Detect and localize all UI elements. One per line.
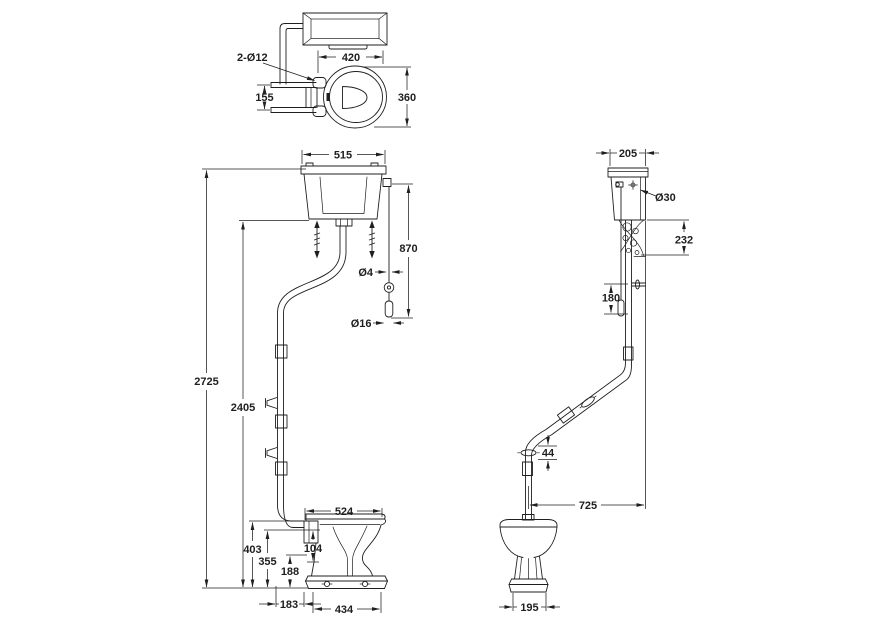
side-chain-pull bbox=[617, 186, 625, 317]
plan-flush-pipe bbox=[279, 23, 304, 85]
dim-inlet-drop: 104 bbox=[304, 543, 323, 555]
side-flush-pipe bbox=[517, 219, 634, 521]
pipe-coupler bbox=[275, 461, 288, 476]
dim-outlet-setback: 183 bbox=[280, 599, 298, 611]
side-cistern bbox=[607, 167, 649, 221]
pipe-clip bbox=[266, 447, 278, 459]
plan-cistern-outline bbox=[302, 12, 388, 50]
pipe-clip-flange bbox=[517, 449, 540, 457]
dim-bracket-height: 232 bbox=[675, 235, 693, 247]
front-pan bbox=[303, 513, 388, 589]
pipe-coupler bbox=[522, 461, 533, 476]
plan-seat-hinge bbox=[270, 77, 327, 117]
dim-pipe-offset: 725 bbox=[579, 500, 597, 512]
front-view bbox=[265, 162, 395, 589]
dim-chain-dia: Ø4 bbox=[358, 267, 374, 279]
base-bolt-hole bbox=[323, 580, 331, 588]
pipe-clip bbox=[266, 397, 278, 409]
fixing-screw-left bbox=[313, 220, 321, 259]
dim-pan-depth: 524 bbox=[335, 506, 354, 518]
seat-bumper bbox=[326, 93, 330, 101]
pipe-wall-clip bbox=[631, 279, 646, 290]
dim-inlet-height: 403 bbox=[243, 544, 261, 556]
pipe-coupler bbox=[275, 344, 288, 359]
dim-cistern-width: 515 bbox=[334, 150, 352, 162]
dim-seat-width: 420 bbox=[342, 52, 360, 64]
ornate-wall-bracket bbox=[618, 219, 646, 257]
dim-overall-height: 2725 bbox=[194, 376, 218, 388]
dim-clip-dia: 44 bbox=[542, 448, 555, 460]
plan-seat-bowl bbox=[323, 65, 387, 129]
front-flush-pipe bbox=[265, 225, 347, 528]
dim-pull-length: 180 bbox=[602, 293, 620, 305]
dim-pull-dia: Ø16 bbox=[351, 318, 372, 330]
dim-chain-length: 870 bbox=[399, 243, 417, 255]
dim-cistern-depth: 205 bbox=[619, 148, 637, 160]
pipe-coupler bbox=[556, 406, 576, 424]
dim-fixing-holes: 2-Ø12 bbox=[237, 52, 268, 64]
dim-pipe-height: 2405 bbox=[231, 402, 255, 414]
pipe-coupler bbox=[623, 346, 634, 361]
dim-base-width: 195 bbox=[520, 602, 538, 614]
front-chain-pull bbox=[382, 178, 395, 318]
dimensions: 420 155 360 2-Ø12 515 2725 2405 bbox=[194, 50, 693, 616]
pipe-coupler bbox=[275, 414, 288, 429]
pan-inlet-collar bbox=[522, 514, 535, 521]
front-cistern bbox=[300, 162, 387, 227]
dim-rim-height: 355 bbox=[258, 556, 276, 568]
lid-hole-marker bbox=[628, 180, 638, 190]
dim-base-depth: 434 bbox=[335, 604, 354, 616]
dim-hole-dia: Ø30 bbox=[655, 192, 676, 204]
dim-seat-depth: 360 bbox=[398, 92, 416, 104]
side-pan bbox=[499, 519, 558, 593]
dim-outlet-height: 188 bbox=[281, 566, 299, 578]
dim-fixing-centres: 155 bbox=[255, 92, 273, 104]
plan-view bbox=[270, 12, 388, 129]
pipe-clip-flange bbox=[579, 395, 597, 409]
fixing-screw-right bbox=[368, 220, 376, 259]
side-view bbox=[499, 167, 649, 593]
base-bolt-hole bbox=[361, 580, 369, 588]
